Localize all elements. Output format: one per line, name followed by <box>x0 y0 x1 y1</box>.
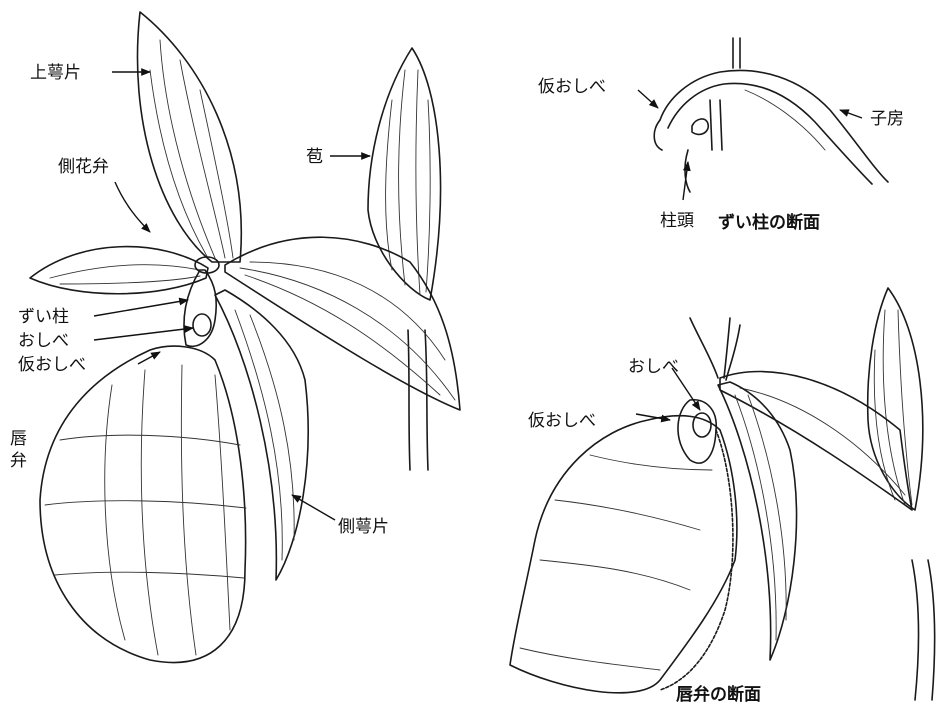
label-lateral-petal: 側花弁 <box>58 157 109 177</box>
column-section-arrows <box>638 90 862 200</box>
label-staminode: 仮おしべ <box>18 355 86 375</box>
label-lateral-sepal: 側萼片 <box>338 517 389 537</box>
left-arrows <box>94 72 370 520</box>
upper-sepal-shape <box>137 12 241 262</box>
lateral-petal-right-shape <box>225 237 460 410</box>
caption-column-section: ずい柱の断面 <box>718 212 820 233</box>
lateral-petal-left-shape <box>30 247 208 294</box>
label-stamen: おしべ <box>18 331 69 351</box>
whole-flower-drawing <box>30 12 460 662</box>
label-ovary: 子房 <box>870 109 904 129</box>
label-lip-stamen: おしべ <box>628 357 679 377</box>
lip-section-labels: おしべ 仮おしべ 唇弁の断面 <box>528 357 761 705</box>
label-lip-line2: 弁 <box>10 451 27 471</box>
label-xs-staminode: 仮おしべ <box>538 77 606 97</box>
lip-section-drawing <box>510 288 935 700</box>
column-shape <box>184 270 216 346</box>
label-stigma: 柱頭 <box>660 211 694 231</box>
label-upper-sepal: 上萼片 <box>30 63 81 83</box>
label-lip-line1: 唇 <box>10 429 27 449</box>
lip-section-shape <box>510 416 737 693</box>
column-section-labels: 仮おしべ 子房 柱頭 ずい柱の断面 <box>538 77 904 233</box>
caption-lip-section: 唇弁の断面 <box>676 684 761 705</box>
label-column: ずい柱 <box>18 307 69 327</box>
bract-shape <box>368 48 440 300</box>
label-lip-staminode: 仮おしべ <box>528 411 596 431</box>
left-labels: 上萼片 側花弁 苞 ずい柱 おしべ 仮おしべ 唇 弁 側萼片 <box>10 63 389 537</box>
label-bract: 苞 <box>306 147 323 167</box>
